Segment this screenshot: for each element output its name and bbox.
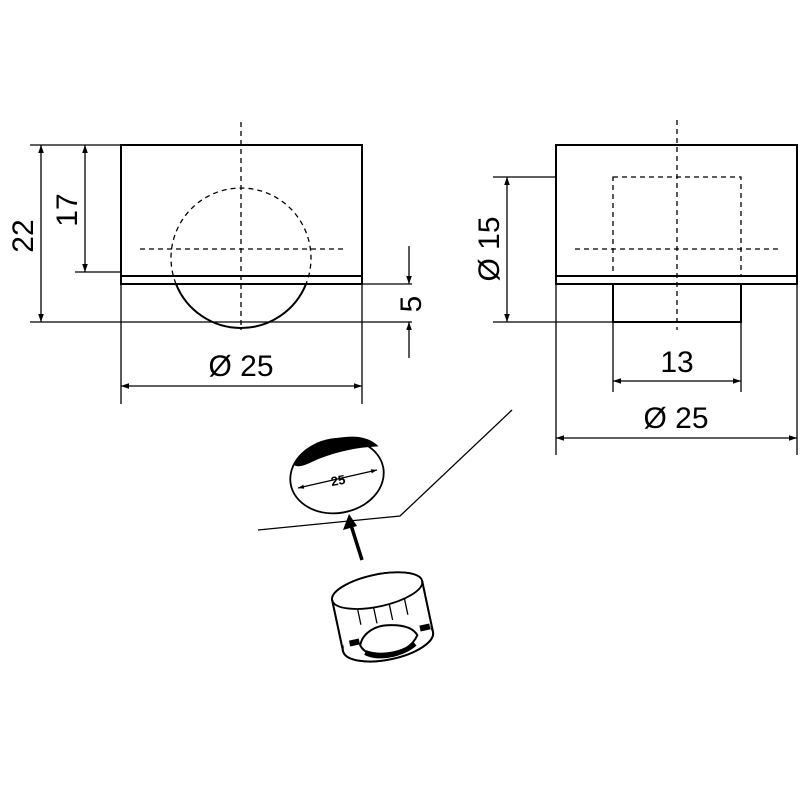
- dim-label-17: 17: [51, 193, 84, 226]
- cup-part: [331, 571, 435, 663]
- cup-bottom-edge: [342, 631, 435, 663]
- cup-clip-left: [348, 638, 360, 647]
- cup-grip-marks: [356, 598, 409, 625]
- installation-detail: 25: [257, 409, 513, 663]
- right-hidden-cavity: [612, 176, 742, 277]
- insertion-arrow: [348, 521, 364, 561]
- dim-label-22: 22: [7, 219, 40, 252]
- right-view: Ø 15 13 Ø 25: [473, 120, 798, 455]
- cup-left-edge: [331, 599, 344, 652]
- dim-label-5: 5: [395, 296, 428, 313]
- insertion-arrowhead: [343, 514, 357, 530]
- cup-ball-shadow: [364, 642, 417, 659]
- cup-clip-right: [419, 623, 431, 632]
- hole-size-label: 25: [330, 472, 347, 489]
- cup-top-ring: [331, 571, 424, 610]
- dim-label-13: 13: [660, 346, 693, 379]
- dim-label-right-diameter: Ø 25: [643, 402, 708, 435]
- mounting-surface-edge: [257, 409, 513, 531]
- hole-dimension-arrow: [297, 469, 378, 489]
- left-view: 22 17 5 Ø 25: [7, 122, 428, 404]
- dim-label-left-diameter: Ø 25: [208, 350, 273, 383]
- hole-shadow: [294, 436, 379, 467]
- cup-right-edge: [421, 580, 434, 633]
- ball-protrusion: [175, 283, 307, 330]
- dim-label-15: Ø 15: [473, 216, 506, 281]
